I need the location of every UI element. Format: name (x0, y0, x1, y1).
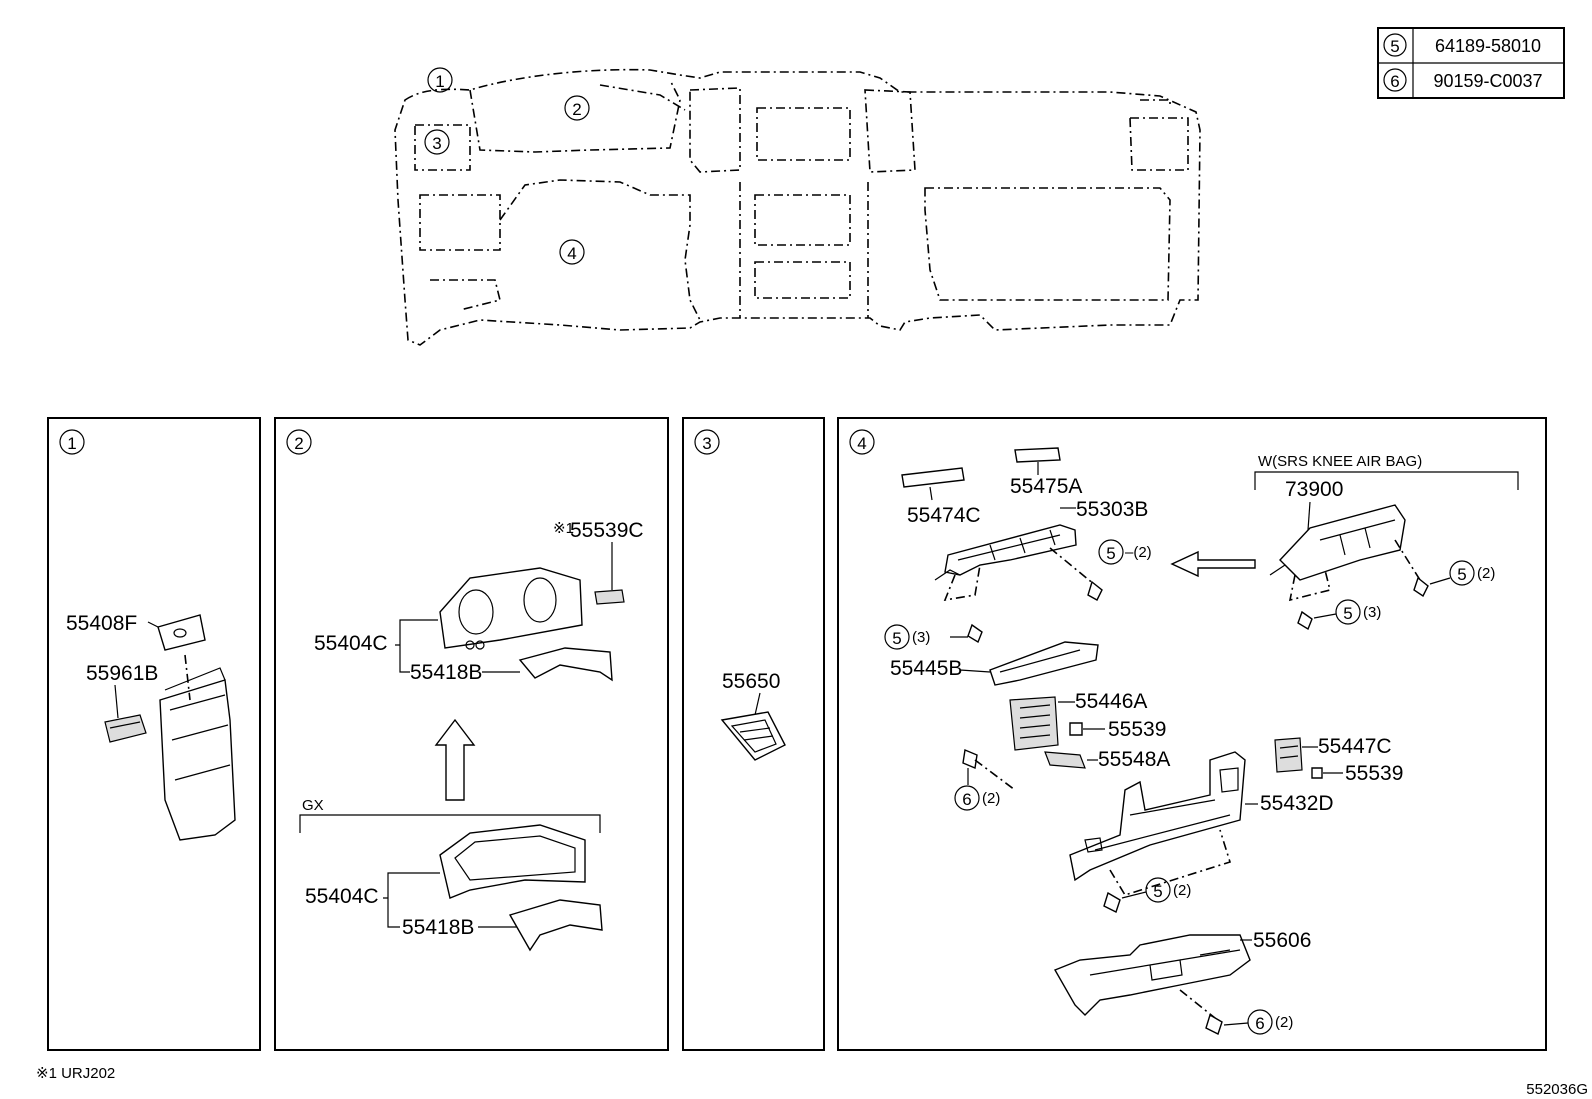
panel-2-frame (274, 417, 669, 1051)
panel-2: 2 ※1 55539C 55404C 55418B GX 55404C 5541… (286, 429, 644, 952)
callout-6-b: 6 (1255, 1014, 1264, 1033)
part-55548A: 55548A (1098, 748, 1170, 771)
qty-f: (2) (1173, 882, 1191, 899)
part-55475A: 55475A (1010, 475, 1082, 498)
callout-5-d: 5 (1343, 604, 1352, 623)
part-55650: 55650 (722, 670, 780, 693)
panel-4: 4 55475A 55474C 55303B 5 –(2) 5 (3) 5544… (849, 429, 1519, 1035)
panel-3-number: 3 (702, 434, 711, 453)
part-55408F: 55408F (66, 612, 137, 635)
callout-5-a: 5 (1106, 544, 1115, 563)
part-55432D: 55432D (1260, 792, 1334, 815)
panel-1-number: 1 (67, 434, 76, 453)
overview-label-2: 2 (572, 100, 581, 119)
footnote: ※1 URJ202 (36, 1065, 115, 1082)
part-55961B: 55961B (86, 662, 158, 685)
callout-5-e: 5 (1153, 882, 1162, 901)
legend-num-5: 5 (1390, 37, 1399, 56)
overview-label-4: 4 (567, 244, 576, 263)
qty-e: (2) (982, 790, 1000, 807)
panel-2-number: 2 (294, 434, 303, 453)
part-55446A: 55446A (1075, 690, 1147, 713)
part-55606: 55606 (1253, 929, 1311, 952)
dashboard-overview: 1 2 3 4 (394, 67, 1201, 346)
overview-label-3: 3 (432, 134, 441, 153)
part-73900: 73900 (1285, 478, 1343, 501)
part-55303B: 55303B (1076, 498, 1148, 521)
panel-4-frame (837, 417, 1547, 1051)
qty-c: (2) (1477, 565, 1495, 582)
callout-5-b: 5 (892, 629, 901, 648)
part-55445B: 55445B (890, 657, 962, 680)
qty-a: –(2) (1125, 544, 1152, 561)
panel-3-frame (682, 417, 825, 1051)
part-55539-b: 55539 (1345, 762, 1403, 785)
panel-3: 3 55650 (694, 429, 786, 761)
part-55404C-lower: 55404C (305, 885, 379, 908)
part-55474C: 55474C (907, 504, 981, 527)
part-55539C: 55539C (570, 519, 644, 542)
legend-num-6: 6 (1390, 72, 1399, 91)
qty-d: (3) (1363, 604, 1381, 621)
part-55447C: 55447C (1318, 735, 1392, 758)
qty-b: (3) (912, 629, 930, 646)
overview-label-1: 1 (435, 72, 444, 91)
callout-6-a: 6 (962, 790, 971, 809)
panel-1-frame (47, 417, 261, 1051)
qty-g: (2) (1275, 1014, 1293, 1031)
option-label: W(SRS KNEE AIR BAG) (1258, 453, 1422, 470)
part-55418B-upper: 55418B (410, 661, 482, 684)
legend-table: 5 64189-58010 6 90159-C0037 (1377, 27, 1565, 99)
note-mark: ※1 (553, 520, 574, 537)
diagram-code: 552036G (1526, 1081, 1588, 1098)
gx-label: GX (302, 797, 324, 814)
part-55404C-upper: 55404C (314, 632, 388, 655)
panel-4-number: 4 (857, 434, 866, 453)
part-55418B-lower: 55418B (402, 916, 474, 939)
part-55539-a: 55539 (1108, 718, 1166, 741)
callout-5-c: 5 (1457, 565, 1466, 584)
legend-part-5: 64189-58010 (1435, 36, 1541, 56)
legend-part-6: 90159-C0037 (1433, 71, 1542, 91)
panel-1: 1 55408F 55961B (59, 429, 236, 841)
